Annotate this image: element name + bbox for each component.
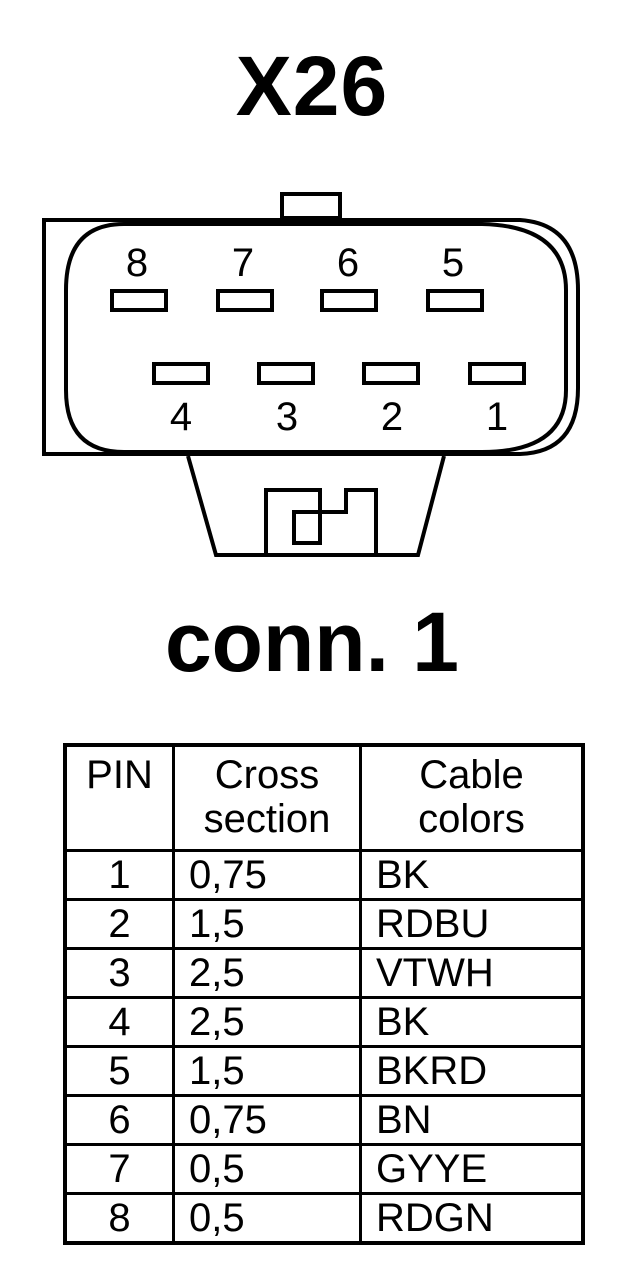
cell-cable-color: RDGN: [359, 1192, 585, 1245]
cell-cable-color: VTWH: [359, 947, 585, 999]
table-row: 7 0,5 GYYE: [63, 1143, 585, 1195]
pin-slot-3: [257, 362, 315, 385]
header-cable-line2: colors: [418, 797, 525, 841]
pin-label-1: 1: [486, 395, 508, 439]
pin-slots: [110, 289, 526, 385]
connector-drawing: 8 7 6 5 4 3 2 1: [42, 192, 580, 557]
pin-slot-4: [152, 362, 210, 385]
cell-cross-section: 0,75: [172, 849, 362, 901]
table-header-row: PIN Cross section Cable colors: [63, 743, 585, 852]
table-row: 5 1,5 BKRD: [63, 1045, 585, 1097]
cell-cross-section: 1,5: [172, 1045, 362, 1097]
pin-table: PIN Cross section Cable colors 1 0,75 BK…: [63, 743, 585, 1245]
cell-cross-section: 2,5: [172, 996, 362, 1048]
cell-cross-section: 0,5: [172, 1143, 362, 1195]
pin-slot-5: [426, 289, 484, 312]
cell-pin: 5: [63, 1045, 175, 1097]
header-cable-colors: Cable colors: [359, 743, 585, 852]
cell-cable-color: BKRD: [359, 1045, 585, 1097]
header-cross-section: Cross section: [172, 743, 362, 852]
cell-pin: 2: [63, 898, 175, 950]
outer-housing: [42, 218, 580, 456]
cell-cable-color: RDBU: [359, 898, 585, 950]
table-row: 3 2,5 VTWH: [63, 947, 585, 999]
cell-pin: 7: [63, 1143, 175, 1195]
cell-cable-color: BK: [359, 849, 585, 901]
connector-title: X26: [235, 39, 389, 133]
header-pin: PIN: [63, 743, 175, 852]
pin-slot-8: [110, 289, 168, 312]
cell-pin: 4: [63, 996, 175, 1048]
bottom-skirt: [186, 455, 446, 557]
pin-label-5: 5: [442, 241, 464, 285]
table-row: 2 1,5 RDBU: [63, 898, 585, 950]
cell-cross-section: 2,5: [172, 947, 362, 999]
pin-slot-6: [320, 289, 378, 312]
table-row: 4 2,5 BK: [63, 996, 585, 1048]
connector-label: conn. 1: [164, 595, 460, 689]
pin-label-2: 2: [381, 395, 403, 439]
cell-cross-section: 0,75: [172, 1094, 362, 1146]
latch-tab: [280, 192, 342, 220]
pin-label-8: 8: [126, 241, 148, 285]
cell-cross-section: 0,5: [172, 1192, 362, 1245]
pin-label-4: 4: [170, 395, 192, 439]
table-row: 1 0,75 BK: [63, 849, 585, 901]
inner-housing: [64, 222, 568, 454]
key-notch: [264, 488, 378, 555]
header-cable-line1: Cable: [419, 753, 524, 797]
header-cross-line2: section: [203, 797, 331, 841]
pin-label-7: 7: [232, 241, 254, 285]
pin-slot-1: [468, 362, 526, 385]
cell-pin: 3: [63, 947, 175, 999]
table-row: 6 0,75 BN: [63, 1094, 585, 1146]
cell-pin: 6: [63, 1094, 175, 1146]
pin-slot-2: [362, 362, 420, 385]
cell-cable-color: GYYE: [359, 1143, 585, 1195]
pin-label-3: 3: [276, 395, 298, 439]
cell-pin: 1: [63, 849, 175, 901]
cell-cross-section: 1,5: [172, 898, 362, 950]
cell-cable-color: BN: [359, 1094, 585, 1146]
pin-slot-7: [216, 289, 274, 312]
table-row: 8 0,5 RDGN: [63, 1192, 585, 1245]
pin-label-6: 6: [337, 241, 359, 285]
cell-cable-color: BK: [359, 996, 585, 1048]
cell-pin: 8: [63, 1192, 175, 1245]
header-cross-line1: Cross: [214, 753, 320, 797]
